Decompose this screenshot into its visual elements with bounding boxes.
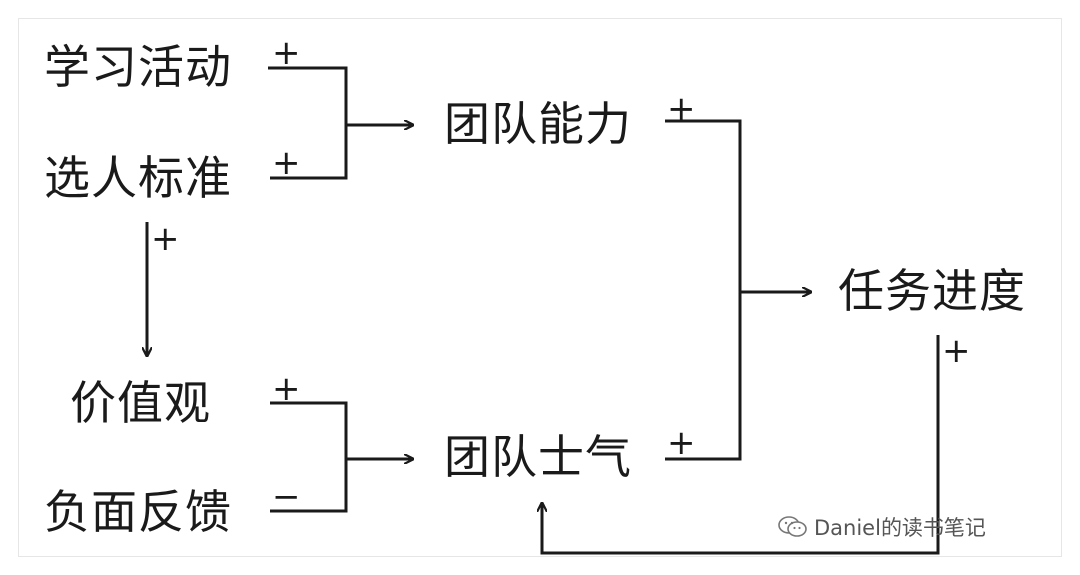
edge-values-to-morale bbox=[270, 401, 348, 513]
node-values: 价值观 bbox=[70, 376, 211, 430]
diagram-frame bbox=[18, 18, 1062, 557]
edge-learning-to-ability bbox=[268, 66, 348, 180]
node-negative-feedback: 负面反馈 bbox=[44, 485, 232, 539]
sign-ability-to-progress: + bbox=[667, 89, 696, 129]
node-team-ability: 团队能力 bbox=[444, 97, 632, 151]
node-team-morale: 团队士气 bbox=[444, 430, 632, 484]
sign-learning-to-ability: + bbox=[272, 33, 301, 73]
sign-morale-to-progress: + bbox=[667, 423, 696, 463]
watermark: Daniel的读书笔记 bbox=[778, 512, 986, 542]
wechat-icon bbox=[778, 515, 808, 539]
sign-progress-to-morale: + bbox=[942, 331, 971, 371]
node-learning-activities: 学习活动 bbox=[44, 40, 232, 94]
sign-selection-to-values: + bbox=[151, 219, 180, 259]
node-selection-criteria: 选人标准 bbox=[44, 151, 232, 205]
node-task-progress: 任务进度 bbox=[838, 264, 1026, 318]
watermark-text: Daniel的读书笔记 bbox=[814, 516, 986, 540]
sign-values-to-morale: + bbox=[272, 369, 301, 409]
sign-selection-to-ability: + bbox=[272, 143, 301, 183]
edge-ability-to-progress bbox=[665, 119, 742, 461]
sign-negative-feedback-to-morale: − bbox=[272, 477, 301, 517]
edge-progress-to-morale bbox=[542, 335, 940, 555]
